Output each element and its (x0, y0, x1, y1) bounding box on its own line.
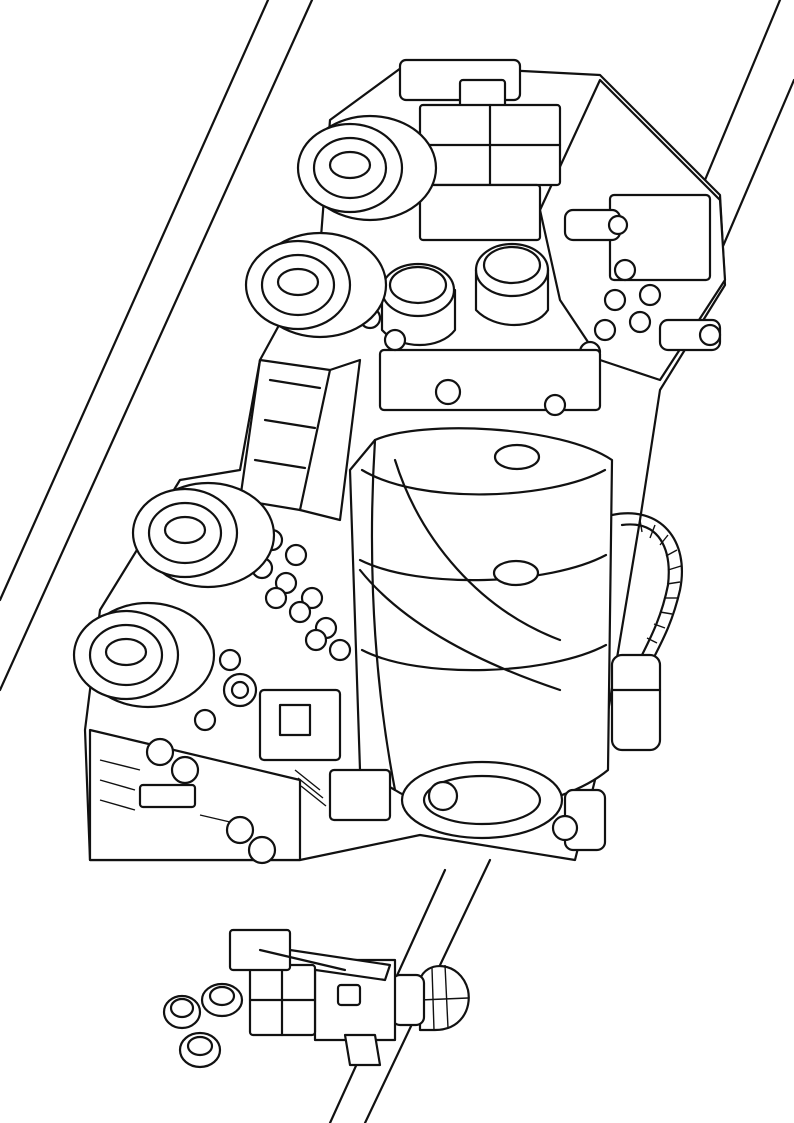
wheel-rear-left-icon (131, 481, 276, 589)
side-rails (238, 358, 362, 522)
minifigure-icon (228, 928, 470, 1067)
truck-rear (88, 672, 392, 865)
engine-cylinders (378, 242, 602, 417)
tank-hose (610, 512, 683, 667)
wheel-rear-right-icon (72, 601, 216, 709)
tanker-truck-icon (72, 58, 727, 865)
pump-cylinder (610, 653, 662, 752)
tank-cylinder (348, 427, 614, 840)
wheel-front-right-icon (244, 231, 388, 339)
wheel-front-left-icon (296, 114, 438, 222)
loose-studs-icon (162, 982, 244, 1069)
truck-cab (398, 58, 727, 382)
